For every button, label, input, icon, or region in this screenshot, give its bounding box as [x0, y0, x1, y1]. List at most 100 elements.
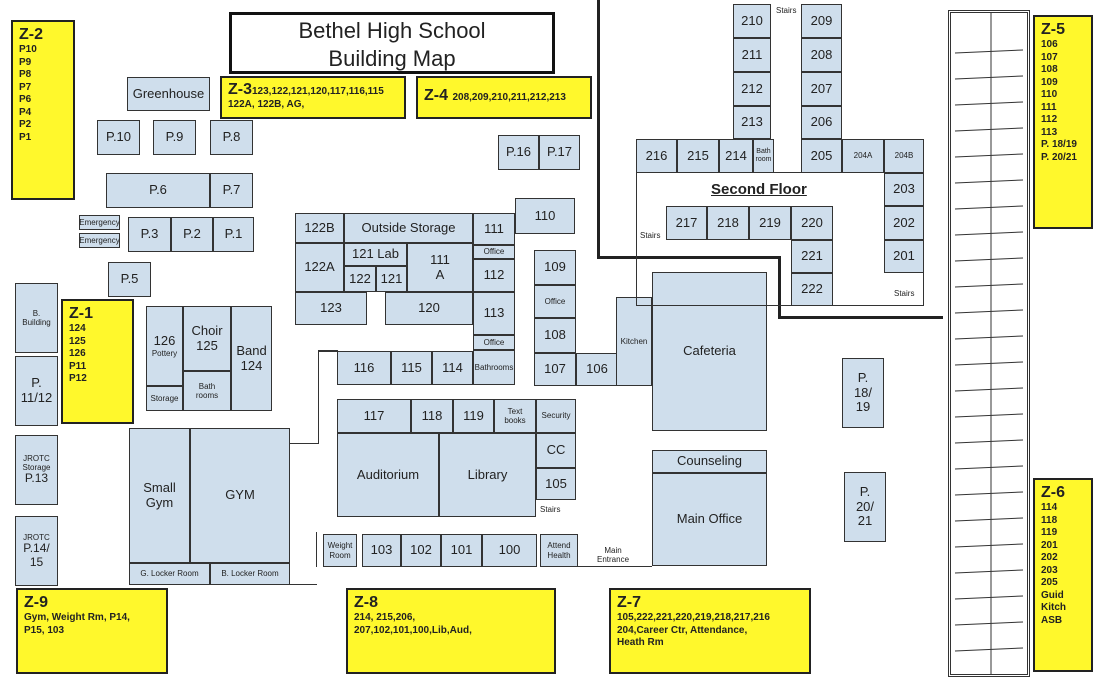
portable-p18-19[interactable]: P. 18/ 19 [842, 358, 884, 428]
small-gym[interactable]: Small Gym [129, 428, 190, 563]
weight-room[interactable]: Weight Room [323, 534, 357, 567]
room-222[interactable]: 222 [791, 273, 833, 306]
outside-storage[interactable]: Outside Storage [344, 213, 473, 243]
zone-z2[interactable]: Z-2 P10 P9 P8 P7 P6 P4 P2 P1 [11, 20, 75, 200]
choir-125[interactable]: Choir 125 [183, 306, 231, 371]
zone-z8[interactable]: Z-8 214, 215,206, 207,102,101,100,Lib,Au… [346, 588, 556, 674]
room-115[interactable]: 115 [391, 351, 432, 385]
room-110[interactable]: 110 [515, 198, 575, 234]
room-126-pottery[interactable]: 126 Pottery [146, 306, 183, 386]
room-116[interactable]: 116 [337, 351, 391, 385]
b-locker-room[interactable]: B. Locker Room [210, 563, 290, 585]
room-120[interactable]: 120 [385, 292, 473, 325]
band-124[interactable]: Band 124 [231, 306, 272, 411]
bathrooms-1[interactable]: Bath rooms [183, 371, 231, 411]
room-206[interactable]: 206 [801, 106, 842, 139]
room-112[interactable]: 112 [473, 259, 515, 292]
room-119[interactable]: 119 [453, 399, 494, 433]
b-building[interactable]: B. Building [15, 283, 58, 353]
portable-p6[interactable]: P.6 [106, 173, 210, 208]
room-122a[interactable]: 122A [295, 243, 344, 292]
room-111[interactable]: 111 [473, 213, 515, 245]
zone-z3[interactable]: Z-3123,122,121,120,117,116,115 122A, 122… [220, 76, 406, 119]
storage[interactable]: Storage [146, 386, 183, 411]
room-203[interactable]: 203 [884, 173, 924, 206]
attend-health[interactable]: Attend Health [540, 534, 578, 567]
gym[interactable]: GYM [190, 428, 290, 563]
room-122b[interactable]: 122B [295, 213, 344, 243]
room-109[interactable]: 109 [534, 250, 576, 285]
portable-p20-21[interactable]: P. 20/ 21 [844, 472, 886, 542]
room-105[interactable]: 105 [536, 468, 576, 500]
zone-z9[interactable]: Z-9 Gym, Weight Rm, P14, P15, 103 [16, 588, 168, 674]
bathrooms-2[interactable]: Bathrooms [473, 350, 515, 385]
greenhouse[interactable]: Greenhouse [127, 77, 210, 111]
room-107[interactable]: 107 [534, 353, 576, 386]
room-209[interactable]: 209 [801, 4, 842, 38]
room-215[interactable]: 215 [677, 139, 719, 173]
office-2[interactable]: Office [534, 285, 576, 318]
zone-z4[interactable]: Z-4 208,209,210,211,212,213 [416, 76, 592, 119]
room-108[interactable]: 108 [534, 318, 576, 353]
zone-z5[interactable]: Z-5 106 107 108 109 110 111 112 113 P. 1… [1033, 15, 1093, 229]
zone-z7[interactable]: Z-7 105,222,221,220,219,218,217,216 204,… [609, 588, 811, 674]
room-205[interactable]: 205 [801, 139, 842, 173]
room-219[interactable]: 219 [749, 206, 791, 240]
room-100[interactable]: 100 [482, 534, 537, 567]
room-212[interactable]: 212 [733, 72, 771, 106]
textbooks[interactable]: Text books [494, 399, 536, 433]
room-101[interactable]: 101 [441, 534, 482, 567]
portable-p16[interactable]: P.16 [498, 135, 539, 170]
room-117[interactable]: 117 [337, 399, 411, 433]
room-118[interactable]: 118 [411, 399, 453, 433]
counseling[interactable]: Counseling [652, 450, 767, 473]
office-3[interactable]: Office [473, 335, 515, 350]
cafeteria[interactable]: Cafeteria [652, 272, 767, 431]
room-121-lab[interactable]: 121 Lab [344, 243, 407, 266]
emergency-2[interactable]: Emergency [79, 233, 120, 248]
portable-p7[interactable]: P.7 [210, 173, 253, 208]
portable-p11-12[interactable]: P. 11/12 [15, 356, 58, 426]
room-113[interactable]: 113 [473, 292, 515, 335]
room-211[interactable]: 211 [733, 38, 771, 72]
jrotc[interactable]: JROTC P.14/ 15 [15, 516, 58, 586]
room-221[interactable]: 221 [791, 240, 833, 273]
room-cc[interactable]: CC [536, 433, 576, 468]
room-204b[interactable]: 204B [884, 139, 924, 173]
portable-p8[interactable]: P.8 [210, 120, 253, 155]
auditorium[interactable]: Auditorium [337, 433, 439, 517]
kitchen[interactable]: Kitchen [616, 297, 652, 386]
room-106[interactable]: 106 [576, 353, 618, 386]
room-102[interactable]: 102 [401, 534, 441, 567]
portable-p17[interactable]: P.17 [539, 135, 580, 170]
room-207[interactable]: 207 [801, 72, 842, 106]
main-office[interactable]: Main Office [652, 473, 767, 566]
office-1[interactable]: Office [473, 245, 515, 259]
room-103[interactable]: 103 [362, 534, 401, 567]
room-218[interactable]: 218 [707, 206, 749, 240]
room-122[interactable]: 122 [344, 266, 376, 292]
room-121[interactable]: 121 [376, 266, 407, 292]
zone-z1[interactable]: Z-1 124 125 126 P11 P12 [61, 299, 134, 424]
jrotc-storage[interactable]: JROTC Storage P.13 [15, 435, 58, 505]
library[interactable]: Library [439, 433, 536, 517]
room-216[interactable]: 216 [636, 139, 677, 173]
room-202[interactable]: 202 [884, 206, 924, 240]
bathroom-2f[interactable]: Bath room [753, 139, 774, 173]
room-201[interactable]: 201 [884, 240, 924, 273]
room-213[interactable]: 213 [733, 106, 771, 139]
room-123[interactable]: 123 [295, 292, 367, 325]
portable-p5[interactable]: P.5 [108, 262, 151, 297]
room-204a[interactable]: 204A [842, 139, 884, 173]
room-210[interactable]: 210 [733, 4, 771, 38]
room-214[interactable]: 214 [719, 139, 753, 173]
room-111a[interactable]: 111 A [407, 243, 473, 292]
security[interactable]: Security [536, 399, 576, 433]
zone-z6[interactable]: Z-6 114 118 119 201 202 203 205 Guid Kit… [1033, 478, 1093, 672]
portable-p10[interactable]: P.10 [97, 120, 140, 155]
g-locker-room[interactable]: G. Locker Room [129, 563, 210, 585]
portable-p1[interactable]: P.1 [213, 217, 254, 252]
portable-p3[interactable]: P.3 [128, 217, 171, 252]
portable-p9[interactable]: P.9 [153, 120, 196, 155]
room-217[interactable]: 217 [666, 206, 707, 240]
